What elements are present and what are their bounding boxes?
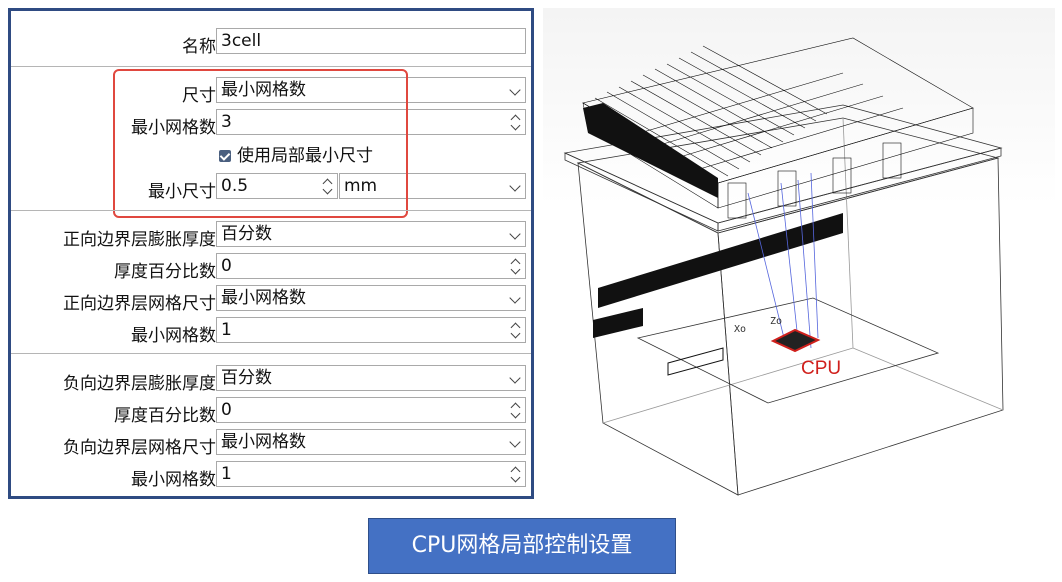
pos-percent-label: 厚度百分比数 (114, 262, 216, 282)
neg-percent-row: 厚度百分比数 0 (11, 397, 531, 426)
use-local-min-size-label: 使用局部最小尺寸 (237, 146, 373, 166)
spinner-icon[interactable] (510, 400, 521, 420)
spinner-icon[interactable] (510, 256, 521, 276)
neg-mesh-size-label: 负向边界层网格尺寸 (63, 438, 216, 458)
caption-banner: CPU网格局部控制设置 (368, 518, 676, 574)
size-row: 尺寸 最小网格数 (11, 77, 531, 106)
size-label: 尺寸 (182, 86, 216, 106)
divider (11, 66, 531, 67)
chevron-down-icon (509, 292, 521, 304)
min-size-label: 最小尺寸 (148, 182, 216, 202)
neg-thickness-row: 负向边界层膨胀厚度 百分数 (11, 365, 531, 394)
use-local-min-size-checkbox[interactable]: 使用局部最小尺寸 (219, 141, 373, 166)
cpu-chip[interactable] (770, 328, 821, 353)
neg-percent-label: 厚度百分比数 (114, 406, 216, 426)
spinner-icon[interactable] (510, 112, 521, 132)
neg-min-cells-label: 最小网格数 (131, 470, 216, 490)
axis-z-label: Zo (770, 316, 782, 327)
chevron-down-icon (509, 372, 521, 384)
pos-mesh-size-label: 正向边界层网格尺寸 (63, 294, 216, 314)
highlight-box (113, 69, 408, 218)
neg-mesh-size-dropdown[interactable]: 最小网格数 (216, 429, 526, 455)
pos-percent-row: 厚度百分比数 0 (11, 253, 531, 282)
check-icon[interactable] (219, 150, 231, 162)
cpu-label: CPU (801, 358, 841, 379)
pos-min-cells-stepper[interactable]: 1 (216, 317, 526, 343)
pos-thickness-dropdown[interactable]: 百分数 (216, 221, 526, 247)
neg-min-cells-row: 最小网格数 1 (11, 461, 531, 490)
enclosure-wireframe: CPU Xo Zo (563, 37, 1004, 496)
min-size-stepper[interactable]: 0.5 (216, 173, 338, 199)
property-panel: 名称 3cell 尺寸 最小网格数 最小网格数 3 使用局部最小尺寸 最小尺寸 … (8, 8, 534, 499)
min-size-unit-dropdown[interactable]: mm (339, 173, 526, 199)
spinner-icon[interactable] (510, 320, 521, 340)
pos-percent-stepper[interactable]: 0 (216, 253, 526, 279)
neg-thickness-label: 负向边界层膨胀厚度 (63, 374, 216, 394)
name-label: 名称 (182, 37, 216, 57)
pos-thickness-row: 正向边界层膨胀厚度 百分数 (11, 221, 531, 250)
min-size-row: 最小尺寸 0.5 mm (11, 173, 531, 202)
min-cells-label: 最小网格数 (131, 118, 216, 138)
pos-min-cells-row: 最小网格数 1 (11, 317, 531, 346)
pos-mesh-size-dropdown[interactable]: 最小网格数 (216, 285, 526, 311)
pos-min-cells-label: 最小网格数 (131, 326, 216, 346)
spinner-icon[interactable] (510, 464, 521, 484)
neg-percent-stepper[interactable]: 0 (216, 397, 526, 423)
chevron-down-icon (509, 84, 521, 96)
axis-x-label: Xo (734, 324, 746, 335)
neg-thickness-dropdown[interactable]: 百分数 (216, 365, 526, 391)
chevron-down-icon (509, 228, 521, 240)
pos-mesh-size-row: 正向边界层网格尺寸 最小网格数 (11, 285, 531, 314)
neg-mesh-size-row: 负向边界层网格尺寸 最小网格数 (11, 429, 531, 458)
divider (11, 210, 531, 211)
min-cells-stepper[interactable]: 3 (216, 109, 526, 135)
chevron-down-icon (509, 436, 521, 448)
size-dropdown[interactable]: 最小网格数 (216, 77, 526, 103)
chevron-down-icon (509, 180, 521, 192)
name-input[interactable]: 3cell (216, 28, 526, 54)
divider (11, 353, 531, 354)
name-row: 名称 3cell (11, 28, 531, 57)
min-cells-row: 最小网格数 3 (11, 109, 531, 138)
pos-thickness-label: 正向边界层膨胀厚度 (63, 230, 216, 250)
3d-viewport[interactable]: CPU Xo Zo (543, 8, 1055, 503)
neg-min-cells-stepper[interactable]: 1 (216, 461, 526, 487)
